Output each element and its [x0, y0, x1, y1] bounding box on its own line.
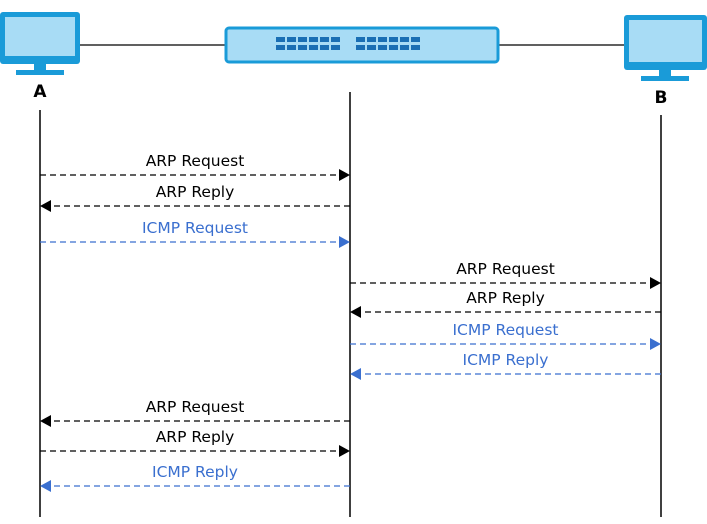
- switch-port: [356, 45, 365, 50]
- message-label: ARP Reply: [156, 183, 235, 201]
- message-arp: ARP Reply: [40, 428, 350, 457]
- switch-port: [287, 37, 296, 42]
- switch-port: [400, 45, 409, 50]
- network-switch-icon: [224, 26, 500, 64]
- message-arp: ARP Request: [40, 398, 350, 427]
- message-arp: ARP Request: [40, 152, 350, 181]
- message-arp: ARP Request: [350, 260, 661, 289]
- message-icmp: ICMP Request: [350, 321, 661, 350]
- switch-port: [276, 37, 285, 42]
- switch-port: [411, 45, 420, 50]
- arrowhead-icon: [339, 236, 350, 248]
- switch-port: [367, 37, 376, 42]
- switch-port: [367, 45, 376, 50]
- switch-port: [309, 45, 318, 50]
- switch-port: [411, 37, 420, 42]
- message-label: ARP Request: [146, 398, 245, 416]
- switch-port: [298, 45, 307, 50]
- switch-port: [389, 37, 398, 42]
- message-label: ICMP Reply: [463, 351, 549, 369]
- message-icmp: ICMP Reply: [40, 463, 350, 492]
- node-label-a: A: [33, 82, 47, 102]
- message-arp: ARP Reply: [350, 289, 661, 318]
- arrowhead-icon: [650, 277, 661, 289]
- arrowhead-icon: [650, 338, 661, 350]
- host-a-monitor-icon: [0, 12, 80, 75]
- switch-port: [378, 45, 387, 50]
- arrowhead-icon: [339, 445, 350, 457]
- arrowhead-icon: [40, 200, 51, 212]
- switch-port: [378, 37, 387, 42]
- message-arp: ARP Reply: [40, 183, 350, 212]
- switch-port: [389, 45, 398, 50]
- switch-port: [309, 37, 318, 42]
- arrowhead-icon: [339, 169, 350, 181]
- switch-port: [287, 45, 296, 50]
- message-label: ICMP Request: [452, 321, 558, 339]
- switch-port: [331, 45, 340, 50]
- arrowhead-icon: [40, 415, 51, 427]
- switch-port: [320, 37, 329, 42]
- message-label: ARP Request: [456, 260, 555, 278]
- switch-port: [400, 37, 409, 42]
- message-label: ICMP Request: [142, 219, 248, 237]
- message-icmp: ICMP Reply: [350, 351, 661, 380]
- message-label: ARP Reply: [156, 428, 235, 446]
- arrowhead-icon: [40, 480, 51, 492]
- node-label-b: B: [655, 88, 668, 108]
- message-label: ICMP Reply: [152, 463, 238, 481]
- switch-port: [356, 37, 365, 42]
- arrowhead-icon: [350, 368, 361, 380]
- switch-port: [331, 37, 340, 42]
- message-label: ARP Reply: [466, 289, 545, 307]
- switch-port: [276, 45, 285, 50]
- switch-port: [298, 37, 307, 42]
- arrowhead-icon: [350, 306, 361, 318]
- message-icmp: ICMP Request: [40, 219, 350, 248]
- message-label: ARP Request: [146, 152, 245, 170]
- host-b-monitor-icon: [624, 15, 707, 81]
- switch-port: [320, 45, 329, 50]
